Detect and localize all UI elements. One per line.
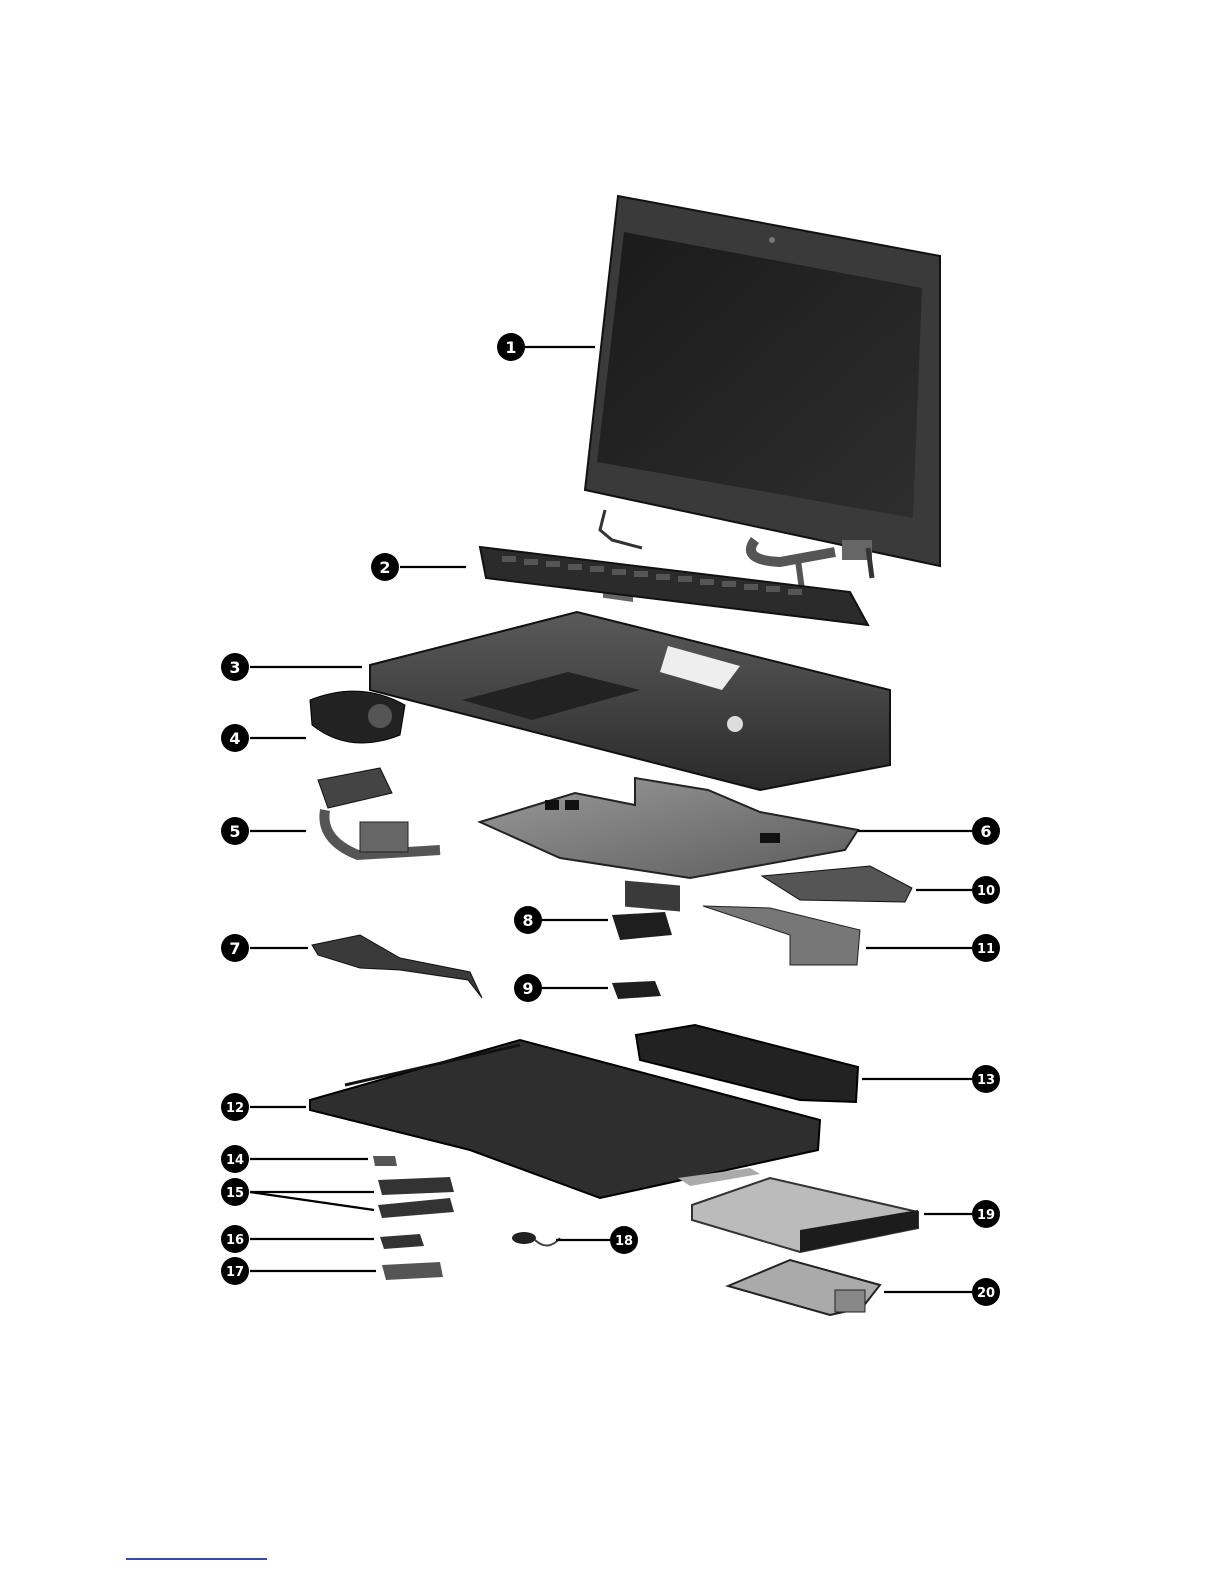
callout-9: 9 [514, 974, 542, 1002]
svg-text:19: 19 [977, 1208, 995, 1223]
svg-text:20: 20 [977, 1286, 995, 1301]
svg-text:2: 2 [379, 558, 390, 577]
callout-8: 8 [514, 906, 542, 934]
svg-text:3: 3 [229, 658, 240, 677]
svg-text:11: 11 [977, 942, 995, 957]
callout-17: 17 [221, 1257, 249, 1285]
bluetooth-module [373, 1156, 397, 1166]
callout-5: 5 [221, 817, 249, 845]
footnote-rule [126, 1558, 267, 1560]
svg-text:10: 10 [977, 884, 995, 899]
callout-12: 12 [221, 1093, 249, 1121]
svg-text:9: 9 [522, 979, 533, 998]
fan [310, 691, 405, 743]
callout-20: 20 [972, 1278, 1000, 1306]
svg-text:17: 17 [226, 1265, 244, 1280]
svg-text:18: 18 [615, 1234, 633, 1249]
heat-sink-cpu [318, 768, 440, 855]
callout-3: 3 [221, 653, 249, 681]
svg-text:5: 5 [229, 822, 240, 841]
callout-10: 10 [972, 876, 1000, 904]
io-board-10 [762, 866, 912, 902]
svg-text:16: 16 [226, 1233, 244, 1248]
memory-modules-15 [378, 1177, 454, 1218]
callout-1: 1 [497, 333, 525, 361]
callout-6: 6 [972, 817, 1000, 845]
svg-text:8: 8 [522, 911, 533, 930]
svg-text:4: 4 [229, 729, 240, 748]
io-board-11 [703, 906, 860, 965]
callout-18: 18 [610, 1226, 638, 1254]
callout-14: 14 [221, 1145, 249, 1173]
svg-text:12: 12 [226, 1101, 244, 1116]
callout-16: 16 [221, 1225, 249, 1253]
rtc-battery [512, 1232, 560, 1246]
svg-text:1: 1 [505, 338, 516, 357]
svg-text:13: 13 [977, 1073, 995, 1088]
wwan-module [380, 1234, 424, 1249]
hard-drive [728, 1260, 880, 1315]
callout-15: 15 [221, 1178, 249, 1206]
callout-11: 11 [972, 934, 1000, 962]
svg-text:14: 14 [226, 1153, 244, 1168]
top-cover [370, 612, 890, 790]
optical-drive [692, 1178, 918, 1252]
callout-13: 13 [972, 1065, 1000, 1093]
svg-text:7: 7 [229, 939, 240, 958]
memory-module-9 [612, 981, 661, 999]
callout-4: 4 [221, 724, 249, 752]
wlan-module [382, 1262, 443, 1280]
callout-19: 19 [972, 1200, 1000, 1228]
svg-text:15: 15 [226, 1186, 244, 1201]
svg-text:6: 6 [980, 822, 991, 841]
fan-duct [312, 935, 482, 998]
callout-2: 2 [371, 553, 399, 581]
display-assembly [585, 196, 940, 602]
memory-module-8 [612, 912, 672, 940]
callout-7: 7 [221, 934, 249, 962]
